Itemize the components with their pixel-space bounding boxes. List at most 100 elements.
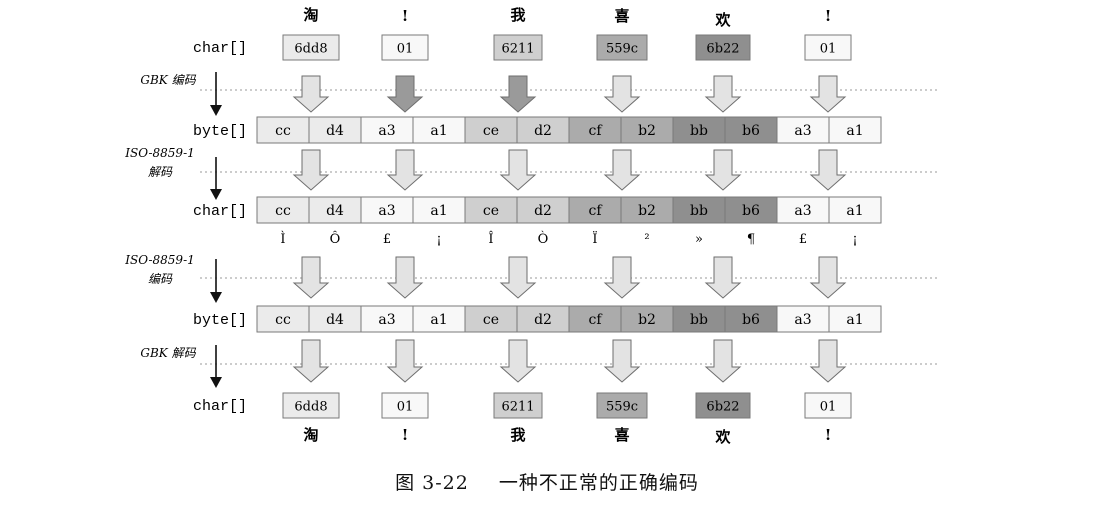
byte-cell-iso-decoded-10: b6: [724, 196, 778, 224]
row-label-char-top: char[]: [193, 40, 247, 57]
byte-value-iso-encoded-10: b6: [742, 312, 760, 328]
byte-value-gbk-encoded-1: cc: [275, 123, 291, 139]
byte-cell-iso-encoded-1: cc: [256, 305, 310, 333]
byte-cell-gbk-encoded-8: b2: [620, 116, 674, 144]
conversion-arrow-step1-4: [603, 75, 641, 113]
conversion-arrow-step4-4: [603, 339, 641, 383]
conversion-arrow-step2-3: [499, 149, 537, 191]
byte-cell-iso-decoded-3: a3: [360, 196, 414, 224]
byte-cell-iso-encoded-7: cf: [568, 305, 622, 333]
byte-cell-gbk-encoded-3: a3: [360, 116, 414, 144]
conversion-arrow-step3-6: [809, 256, 847, 299]
latin1-char-11: £: [799, 232, 807, 247]
char-label-top-2: !: [402, 7, 409, 25]
byte-value-iso-encoded-7: cf: [588, 312, 603, 328]
latin1-char-12: ¡: [852, 232, 857, 247]
char-label-bottom-5: 欢: [714, 428, 731, 446]
byte-value-gbk-encoded-4: a1: [430, 123, 447, 139]
byte-value-iso-encoded-5: ce: [483, 312, 499, 328]
conversion-arrow-step1-1: [292, 75, 330, 113]
byte-value-gbk-encoded-2: d4: [326, 123, 344, 139]
conversion-arrow-step3-5: [704, 256, 742, 299]
latin1-char-8: ²: [644, 232, 649, 247]
char-label-top-6: !: [825, 7, 832, 25]
step-direction-arrow-1: [210, 72, 222, 116]
latin1-char-10: ¶: [747, 232, 755, 247]
byte-value-iso-decoded-10: b6: [742, 203, 760, 219]
row-label-char-bottom: char[]: [193, 398, 247, 415]
char-label-top-1: 淘: [302, 6, 318, 24]
step-direction-arrow-3: [210, 259, 222, 303]
char-label-bottom-6: !: [825, 426, 832, 444]
byte-value-iso-decoded-11: a3: [794, 203, 811, 219]
char-code-top-3: 6211: [501, 42, 534, 57]
byte-value-iso-decoded-12: a1: [846, 203, 863, 219]
byte-cell-gbk-encoded-10: b6: [724, 116, 778, 144]
char-label-top-4: 喜: [614, 7, 629, 25]
conversion-arrow-step4-5: [704, 339, 742, 383]
byte-cell-iso-encoded-12: a1: [828, 305, 882, 333]
row-label-char-middle: char[]: [193, 203, 247, 220]
latin1-char-6: Ò: [538, 230, 549, 247]
byte-cell-gbk-encoded-11: a3: [776, 116, 830, 144]
step-label-2-line-1: ISO-8859-1: [124, 146, 195, 160]
byte-cell-iso-encoded-6: d2: [516, 305, 570, 333]
row-label-byte-1: byte[]: [193, 123, 247, 140]
conversion-arrow-step2-5: [704, 149, 742, 191]
latin1-char-5: Î: [488, 231, 493, 247]
conversion-arrow-step3-3: [499, 256, 537, 299]
byte-value-iso-decoded-3: a3: [378, 203, 395, 219]
byte-cell-iso-decoded-7: cf: [568, 196, 622, 224]
char-code-box-top-3: 6211: [493, 34, 543, 61]
byte-value-gbk-encoded-5: ce: [483, 123, 499, 139]
latin1-char-3: £: [383, 232, 391, 247]
byte-value-iso-decoded-5: ce: [483, 203, 499, 219]
byte-cell-iso-encoded-4: a1: [412, 305, 466, 333]
byte-cell-iso-decoded-1: cc: [256, 196, 310, 224]
char-code-bottom-3: 6211: [501, 400, 534, 415]
step-label-3-line-1: ISO-8859-1: [124, 253, 195, 267]
byte-cell-iso-encoded-3: a3: [360, 305, 414, 333]
figure-number: 图 3-22: [395, 472, 469, 494]
char-code-box-bottom-4: 559c: [596, 392, 648, 419]
byte-cell-gbk-encoded-6: d2: [516, 116, 570, 144]
conversion-arrow-step2-2: [386, 149, 424, 191]
byte-value-gbk-encoded-9: bb: [690, 123, 708, 139]
char-code-box-top-6: 01: [804, 34, 852, 61]
byte-cell-gbk-encoded-2: d4: [308, 116, 362, 144]
conversion-arrow-step3-4: [603, 256, 641, 299]
conversion-arrow-step2-1: [292, 149, 330, 191]
byte-value-gbk-encoded-10: b6: [742, 123, 760, 139]
byte-value-iso-decoded-2: d4: [326, 203, 344, 219]
step-direction-arrow-2: [210, 157, 222, 200]
step-label-1-line-1: GBK 编码: [140, 73, 196, 87]
char-label-bottom-4: 喜: [614, 426, 629, 444]
char-code-box-top-1: 6dd8: [282, 34, 340, 61]
byte-value-gbk-encoded-3: a3: [378, 123, 395, 139]
byte-value-iso-encoded-6: d2: [534, 312, 552, 328]
char-code-box-bottom-1: 6dd8: [282, 392, 340, 419]
byte-value-gbk-encoded-6: d2: [534, 123, 552, 139]
byte-cell-iso-encoded-5: ce: [464, 305, 518, 333]
byte-cell-iso-encoded-10: b6: [724, 305, 778, 333]
byte-value-iso-encoded-3: a3: [378, 312, 395, 328]
char-code-box-top-4: 559c: [596, 34, 648, 61]
byte-value-iso-decoded-6: d2: [534, 203, 552, 219]
byte-cell-gbk-encoded-1: cc: [256, 116, 310, 144]
conversion-arrow-step4-3: [499, 339, 537, 383]
step-dashed-lines: [200, 89, 940, 365]
byte-cell-iso-decoded-6: d2: [516, 196, 570, 224]
conversion-arrow-step1-6: [809, 75, 847, 113]
char-code-bottom-5: 6b22: [706, 400, 739, 415]
char-label-bottom-1: 淘: [302, 426, 318, 444]
conversion-arrow-step3-2: [386, 256, 424, 299]
char-code-box-top-5: 6b22: [695, 34, 751, 61]
latin1-char-7: Ï: [592, 230, 597, 247]
conversion-arrow-step1-5: [704, 75, 742, 113]
conversion-arrow-step1-3: [499, 75, 537, 113]
conversion-arrows: [292, 75, 847, 383]
